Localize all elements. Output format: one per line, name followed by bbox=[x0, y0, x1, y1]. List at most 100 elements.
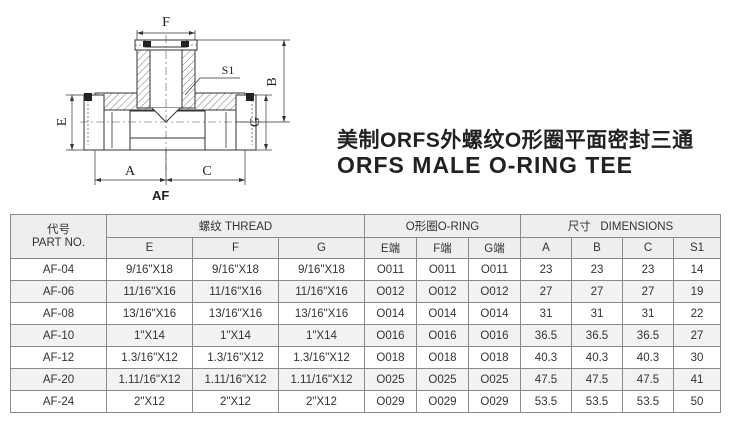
cell-dim-b: 23 bbox=[571, 258, 623, 281]
cell-oring-e: O012 bbox=[364, 280, 417, 303]
cell-oring-f: O012 bbox=[416, 280, 469, 303]
tee-technical-drawing: F S1 B E G A C bbox=[0, 0, 330, 210]
product-title-en: ORFS MALE O-RING TEE bbox=[337, 152, 633, 178]
cell-oring-g: O012 bbox=[468, 280, 521, 303]
col-header-dim-a: A bbox=[520, 237, 572, 259]
cell-oring-e: O025 bbox=[364, 368, 417, 391]
cell-oring-g: O029 bbox=[468, 390, 521, 413]
cell-thread-e: 13/16"X16 bbox=[106, 302, 193, 325]
cell-dim-a: 47.5 bbox=[520, 368, 572, 391]
cell-dim-a: 27 bbox=[520, 280, 572, 303]
cell-oring-e: O016 bbox=[364, 324, 417, 347]
spec-table: 代号 PART NO. 螺纹 THREAD O形圈O-RING 尺寸 DIMEN… bbox=[10, 214, 721, 413]
cell-thread-f: 11/16"X16 bbox=[192, 280, 279, 303]
cell-part-no: AF-20 bbox=[10, 368, 107, 391]
cell-dim-a: 23 bbox=[520, 258, 572, 281]
cell-oring-g: O016 bbox=[468, 324, 521, 347]
cell-oring-f: O018 bbox=[416, 346, 469, 369]
cell-thread-g: 13/16"X16 bbox=[278, 302, 365, 325]
cell-thread-g: 9/16"X18 bbox=[278, 258, 365, 281]
dim-label-f: F bbox=[162, 15, 170, 30]
cell-oring-f: O011 bbox=[416, 258, 469, 281]
cell-dim-a: 36.5 bbox=[520, 324, 572, 347]
cell-part-no: AF-12 bbox=[10, 346, 107, 369]
dim-label-b: B bbox=[265, 77, 280, 86]
cell-dim-s1: 14 bbox=[673, 258, 721, 281]
table-subheader-row: E F G E端 F端 G端 A B C S1 bbox=[11, 237, 721, 259]
cell-thread-f: 2"X12 bbox=[192, 390, 279, 413]
cell-dim-s1: 22 bbox=[673, 302, 721, 325]
cell-thread-f: 1.11/16"X12 bbox=[192, 368, 279, 391]
table-header-group-row: 代号 PART NO. 螺纹 THREAD O形圈O-RING 尺寸 DIMEN… bbox=[10, 214, 721, 259]
cell-thread-g: 1"X14 bbox=[278, 324, 365, 347]
cell-thread-g: 1.3/16"X12 bbox=[278, 346, 365, 369]
col-header-thread-f: F bbox=[192, 237, 279, 259]
cell-dim-b: 31 bbox=[571, 302, 623, 325]
cell-oring-g: O011 bbox=[468, 258, 521, 281]
cell-thread-e: 9/16"X18 bbox=[106, 258, 193, 281]
cell-dim-s1: 50 bbox=[673, 390, 721, 413]
cell-dim-c: 36.5 bbox=[622, 324, 674, 347]
dim-label-g: G bbox=[248, 117, 263, 127]
cell-dim-b: 47.5 bbox=[571, 368, 623, 391]
cell-thread-e: 2"X12 bbox=[106, 390, 193, 413]
cell-dim-c: 40.3 bbox=[622, 346, 674, 369]
part-no-header-en: PART NO. bbox=[31, 236, 86, 249]
cell-thread-g: 11/16"X16 bbox=[278, 280, 365, 303]
cell-dim-a: 31 bbox=[520, 302, 572, 325]
cell-dim-b: 53.5 bbox=[571, 390, 623, 413]
cell-dim-b: 27 bbox=[571, 280, 623, 303]
col-header-thread-g: G bbox=[278, 237, 365, 259]
cell-oring-f: O016 bbox=[416, 324, 469, 347]
cell-thread-f: 13/16"X16 bbox=[192, 302, 279, 325]
part-no-header-cn: 代号 bbox=[47, 223, 70, 236]
cell-oring-g: O018 bbox=[468, 346, 521, 369]
cell-dim-b: 36.5 bbox=[571, 324, 623, 347]
cell-oring-g: O025 bbox=[468, 368, 521, 391]
cell-thread-e: 1.11/16"X12 bbox=[106, 368, 193, 391]
cell-oring-f: O014 bbox=[416, 302, 469, 325]
cell-oring-g: O014 bbox=[468, 302, 521, 325]
cell-thread-f: 1.3/16"X12 bbox=[192, 346, 279, 369]
cell-dim-c: 53.5 bbox=[622, 390, 674, 413]
cell-oring-e: O029 bbox=[364, 390, 417, 413]
cell-dim-s1: 30 bbox=[673, 346, 721, 369]
cell-part-no: AF-24 bbox=[10, 390, 107, 413]
cell-oring-f: O029 bbox=[416, 390, 469, 413]
cell-thread-e: 1"X14 bbox=[106, 324, 193, 347]
cell-dim-a: 40.3 bbox=[520, 346, 572, 369]
cell-part-no: AF-06 bbox=[10, 280, 107, 303]
dim-label-a: A bbox=[125, 164, 136, 179]
cell-part-no: AF-04 bbox=[10, 258, 107, 281]
cell-dim-s1: 19 bbox=[673, 280, 721, 303]
col-header-thread-e: E bbox=[106, 237, 193, 259]
dimensions-group-header: 尺寸 DIMENSIONS bbox=[520, 214, 721, 238]
cell-dim-s1: 41 bbox=[673, 368, 721, 391]
cell-dim-c: 47.5 bbox=[622, 368, 674, 391]
cell-oring-e: O011 bbox=[364, 258, 417, 281]
col-header-oring-g: G端 bbox=[468, 237, 521, 259]
col-header-dim-s1: S1 bbox=[673, 237, 721, 259]
col-header-oring-e: E端 bbox=[364, 237, 417, 259]
cell-dim-c: 27 bbox=[622, 280, 674, 303]
cell-part-no: AF-08 bbox=[10, 302, 107, 325]
cell-thread-e: 1.3/16"X12 bbox=[106, 346, 193, 369]
oring-group-header: O形圈O-RING bbox=[364, 214, 521, 238]
col-header-dim-b: B bbox=[571, 237, 623, 259]
cell-oring-e: O018 bbox=[364, 346, 417, 369]
cell-thread-f: 1"X14 bbox=[192, 324, 279, 347]
dim-label-s1: S1 bbox=[222, 63, 235, 77]
dim-label-e: E bbox=[55, 118, 70, 127]
cell-thread-f: 9/16"X18 bbox=[192, 258, 279, 281]
cell-dim-a: 53.5 bbox=[520, 390, 572, 413]
cell-dim-c: 23 bbox=[622, 258, 674, 281]
cell-thread-e: 11/16"X16 bbox=[106, 280, 193, 303]
